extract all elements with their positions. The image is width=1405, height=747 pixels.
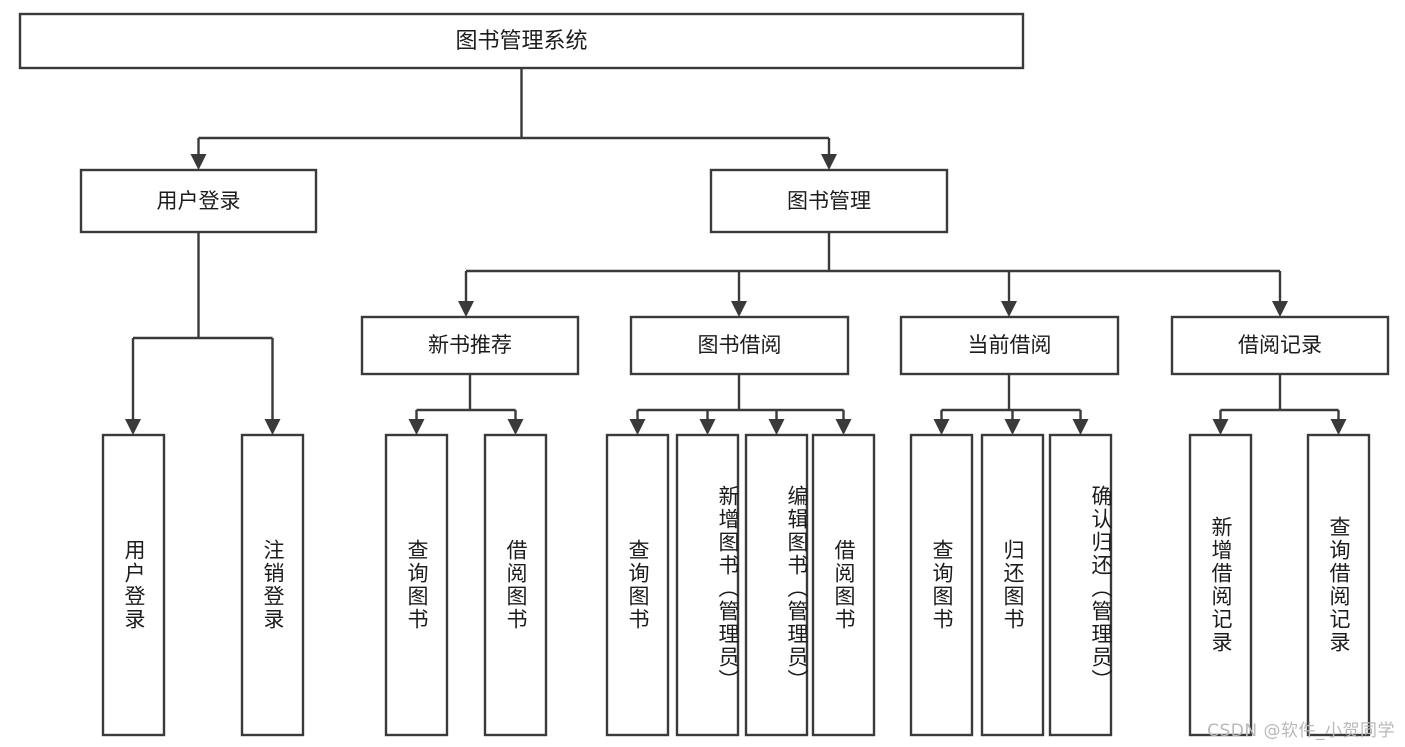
arrow-head-leaf-add-borrow-record <box>1212 419 1229 435</box>
node-borrow-record-label: 借阅记录 <box>1238 333 1322 357</box>
node-leaf-add-book-admin-box[interactable] <box>675 433 740 737</box>
arrow-head-current-borrow <box>1001 301 1017 317</box>
node-leaf-query-borrow-record-box[interactable] <box>1306 433 1371 737</box>
node-new-book-recommend-label: 新书推荐 <box>428 333 512 357</box>
connector-layer <box>125 68 1347 435</box>
node-leaf-user-login-box[interactable] <box>101 433 166 737</box>
arrow-head-leaf-query-borrow-record <box>1330 419 1347 435</box>
node-book-borrow-label: 图书借阅 <box>698 333 782 357</box>
arrow-head-book-borrow <box>731 301 747 317</box>
node-leaf-logout-login-box[interactable] <box>240 433 305 737</box>
arrow-head-new-book-recommend <box>458 301 474 317</box>
arrow-head-leaf-edit-book-admin <box>768 419 785 435</box>
node-leaf-edit-book-admin-box[interactable] <box>744 433 809 737</box>
arrow-head-leaf-logout-login <box>264 419 281 435</box>
node-leaf-return-book-box[interactable] <box>980 433 1045 737</box>
node-leaf-query-book-recommend-box[interactable] <box>384 433 449 737</box>
arrow-head-leaf-user-login <box>125 419 141 435</box>
node-leaf-query-book-borrow-box[interactable] <box>605 433 670 737</box>
arrow-head-leaf-borrow-book-recommend <box>507 419 524 435</box>
node-layer: 图书管理系统 用户登录 图书管理 新书推荐 图书借阅 当前借阅 借阅记录 <box>18 12 1390 737</box>
node-leaf-add-borrow-record-box[interactable] <box>1188 433 1253 737</box>
arrow-head-leaf-query-book-recommend <box>408 419 425 435</box>
arrow-head-leaf-confirm-return-admin <box>1072 419 1089 435</box>
arrow-head-borrow-record <box>1272 301 1288 317</box>
node-leaf-borrow-book-recommend-box[interactable] <box>483 433 548 737</box>
node-current-borrow-label: 当前借阅 <box>968 333 1052 357</box>
node-root-box[interactable] <box>18 12 1025 70</box>
arrow-head-leaf-add-book-admin <box>699 419 716 435</box>
node-leaf-confirm-return-admin-box[interactable] <box>1048 433 1113 737</box>
arrow-head-book-management <box>821 154 837 170</box>
node-book-borrow-box[interactable] <box>629 315 850 376</box>
node-book-management-box[interactable] <box>709 168 949 234</box>
arrow-head-leaf-borrow-book <box>835 419 852 435</box>
csdn-watermark: CSDN @软件_小贺同学 <box>1207 721 1395 741</box>
arrow-head-leaf-query-book-current <box>933 419 950 435</box>
node-current-borrow-box[interactable] <box>899 315 1120 376</box>
node-user-login-label: 用户登录 <box>157 189 241 213</box>
arrow-head-user-login <box>190 154 207 170</box>
node-book-management-label: 图书管理 <box>787 189 871 213</box>
node-borrow-record-box[interactable] <box>1170 315 1390 376</box>
node-user-login-box[interactable] <box>79 168 318 234</box>
arrow-head-leaf-return-book <box>1004 419 1021 435</box>
arrow-head-leaf-query-book-borrow <box>629 419 646 435</box>
node-leaf-borrow-book-box[interactable] <box>811 433 876 737</box>
node-new-book-recommend-box[interactable] <box>360 315 580 376</box>
node-leaf-query-book-current-box[interactable] <box>909 433 974 737</box>
node-root-label: 图书管理系统 <box>455 29 587 54</box>
